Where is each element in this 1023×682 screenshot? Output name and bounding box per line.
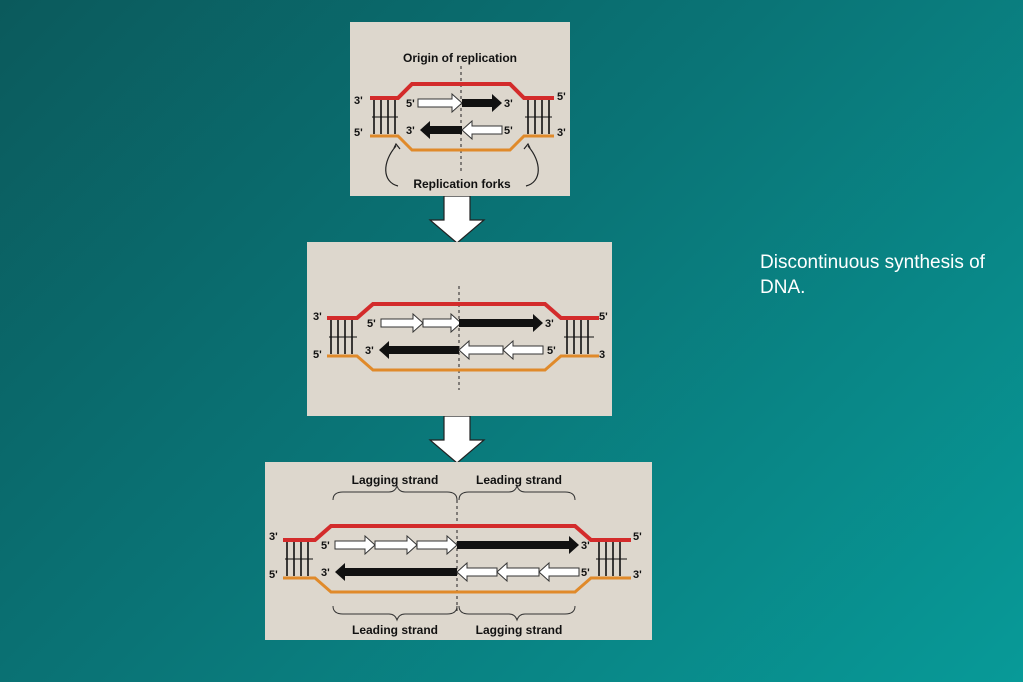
label-5prime: 5' [354,127,363,139]
parental-strand-top [370,82,554,100]
label-5prime: 5' [321,540,330,552]
label-3prime: 3' [354,95,363,107]
slide-caption: Discontinuous synthesis of DNA. [760,252,985,298]
leading-arrow-black [457,536,579,554]
okazaki-fragment-arrow [374,534,418,556]
base-pairs-left [372,100,398,134]
label-5prime: 5' [313,349,322,361]
label-5prime: 5' [367,318,376,330]
label-5prime: 5' [406,98,415,110]
leading-strand-label: Leading strand [476,473,562,487]
okazaki-fragment-arrow [456,561,498,583]
down-arrow-icon [428,416,486,464]
leading-arrow-black [379,341,459,359]
replication-forks-label: Replication forks [413,177,511,191]
okazaki-fragment-arrow [458,339,504,361]
okazaki-fragment-arrow [422,312,462,334]
base-pairs-right [596,542,627,576]
leading-arrow-black [335,563,457,581]
brace-top-left [332,484,458,501]
label-3prime: 3' [545,318,554,330]
label-5prime: 5' [504,125,513,137]
brace-bottom-left [332,605,458,622]
label-5prime: 5' [547,345,556,357]
okazaki-fragment-arrow [502,339,544,361]
parental-strand-top [283,524,631,542]
lagging-strand-label: Lagging strand [476,623,563,637]
base-pairs-right [564,320,594,354]
fork-pointer-right [525,145,539,187]
label-3prime: 3' [581,540,590,552]
label-3prime: 3' [406,125,415,137]
lagging-arrow-black [420,121,462,139]
label-3prime: 3' [313,311,322,323]
label-3prime: 3' [504,98,513,110]
leading-arrow-black [459,314,543,332]
panel-origin: Origin of replication 3' 5' 5' 3' 5' [350,22,570,196]
parental-strand-bottom [327,354,599,372]
label-3prime: 3 [599,349,605,361]
label-3prime: 3' [365,345,374,357]
label-5prime: 5' [633,531,642,543]
panel-elongation-diagram: 3' 5' 5' 3 5' 3' 3' 5' [313,286,608,390]
leading-arrow-black [462,94,502,112]
panel-elongation: 3' 5' 5' 3 5' 3' 3' 5' [307,242,612,416]
okazaki-fragment-arrow [416,534,458,556]
lagging-arrow-white [461,119,503,141]
base-pairs-left [329,320,357,354]
label-5prime: 5' [557,91,566,103]
label-3prime: 3' [633,569,642,581]
origin-label: Origin of replication [403,51,517,65]
okazaki-fragment-arrow [334,534,376,556]
brace-bottom-right [458,605,576,622]
okazaki-fragment-arrow [538,561,580,583]
leading-arrow-white [417,92,463,114]
label-5prime: 5' [581,567,590,579]
parental-strand-bottom [283,576,631,594]
base-pairs-left [285,542,313,576]
panel-strands-diagram: Lagging strand Leading strand 3' 5' 5' [269,473,642,637]
leading-strand-label: Leading strand [352,623,438,637]
brace-top-right [458,484,576,501]
down-arrow-icon [428,196,486,244]
label-3prime: 3' [557,127,566,139]
okazaki-fragment-arrow [496,561,540,583]
parental-strand-bottom [370,134,554,152]
panel-strands: Lagging strand Leading strand 3' 5' 5' [265,462,652,640]
panel-origin-diagram: Origin of replication 3' 5' 5' 3' 5' [354,51,566,191]
fork-pointer-left [385,145,399,187]
label-3prime: 3' [269,531,278,543]
base-pairs-right [525,100,552,134]
okazaki-fragment-arrow [380,312,424,334]
label-5prime: 5' [599,311,608,323]
label-5prime: 5' [269,569,278,581]
label-3prime: 3' [321,567,330,579]
lagging-strand-label: Lagging strand [352,473,439,487]
parental-strand-top [327,302,599,320]
